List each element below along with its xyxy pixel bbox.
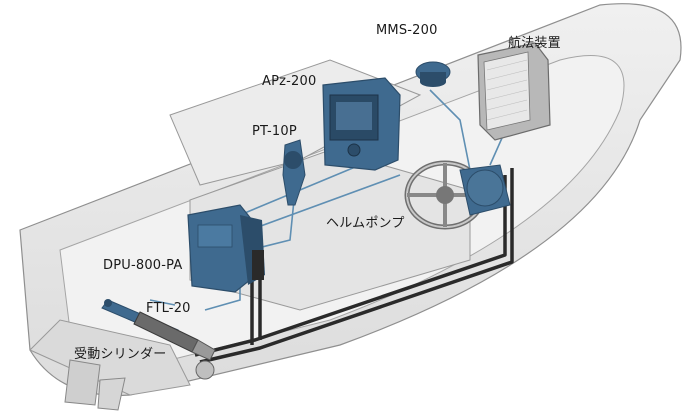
label-apz-200: APz-200 [262, 74, 317, 89]
outboard-motor [64, 359, 126, 411]
label-mms-200: MMS-200 [376, 23, 438, 38]
boat-hull [19, 3, 682, 397]
signal-cables [149, 89, 511, 311]
navigation-device [477, 42, 551, 141]
label-pt-10p: PT-10P [252, 124, 297, 139]
label-navigation-device: 航法装置 [508, 36, 561, 51]
label-helm-pump: ヘルムポンプ [326, 216, 405, 231]
helm-pump-unit [404, 160, 511, 230]
label-ftl-20: FTL-20 [146, 301, 191, 316]
slave-cylinder [133, 311, 216, 380]
apz-200-unit [322, 77, 401, 171]
mms-200-unit [415, 61, 451, 87]
pt-10p-unit [282, 139, 306, 206]
label-slave-cylinder: 受動シリンダー [74, 347, 167, 362]
label-dpu-800-pa: DPU-800-PA [103, 258, 183, 273]
dpu-800-pa-unit [187, 204, 265, 293]
